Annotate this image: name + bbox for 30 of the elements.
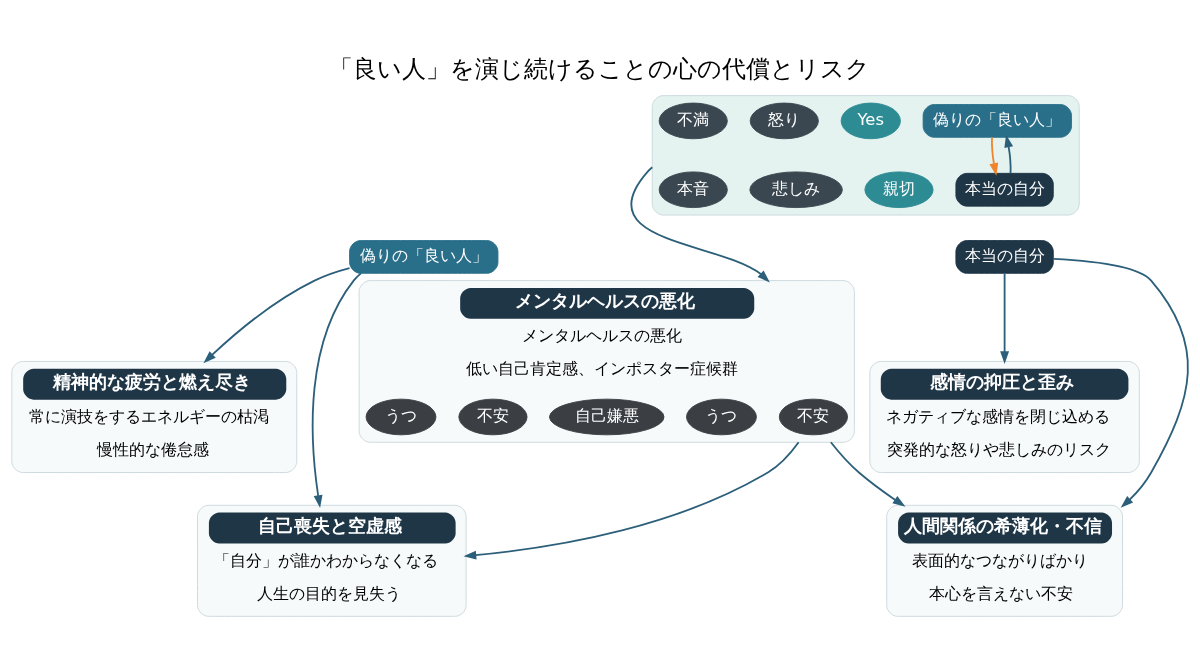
node-ellipse: 親切 [864,170,934,208]
node-box: 感情の抑圧と歪み ネガティブな感情を閉じ込める 突発的な怒りや悲しみのリスク [869,360,1140,473]
node-ellipse: 怒り [749,102,819,139]
node-ellipse: Yes [840,102,901,139]
node-box: 偽りの「良い人」 [922,103,1072,138]
node-ellipse: うつ [365,398,437,435]
diagram-title: 「良い人」を演じ続けることの心の代償とリスク [329,54,871,83]
node-box: 本当の自分 [955,172,1054,207]
arrow [1000,272,1010,364]
arrow [829,440,906,507]
node-box: 人間関係の希薄化・不信 表面的なつながりばかり 本心を言えない不安 [886,504,1123,617]
arrow [311,271,362,508]
arrow [1052,257,1189,508]
node-ellipse: 不安 [458,398,528,435]
node-ellipse: 悲しみ [749,170,843,208]
node-box: 本当の自分 [955,239,1054,274]
arrow [463,440,800,560]
node-box: 自己喪失と空虚感 「自分」が誰かわからなくなる 人生の目的を見失う [197,504,467,617]
node-ellipse: 本音 [658,170,728,208]
node-ellipse: 不安 [778,398,848,435]
arrow [630,165,770,282]
node-box: 偽りの「良い人」 [349,239,499,274]
node-box: 精神的な疲労と燃え尽き 常に演技をするエネルギーの枯渇 慢性的な倦怠感 [11,360,298,473]
cluster [651,94,1080,215]
arrow [203,266,351,363]
arrow [1004,134,1014,174]
node-ellipse: 自己嫌悪 [549,398,665,435]
arrow [989,135,999,176]
node-ellipse: うつ [686,398,757,435]
node-ellipse: 不満 [658,102,728,139]
